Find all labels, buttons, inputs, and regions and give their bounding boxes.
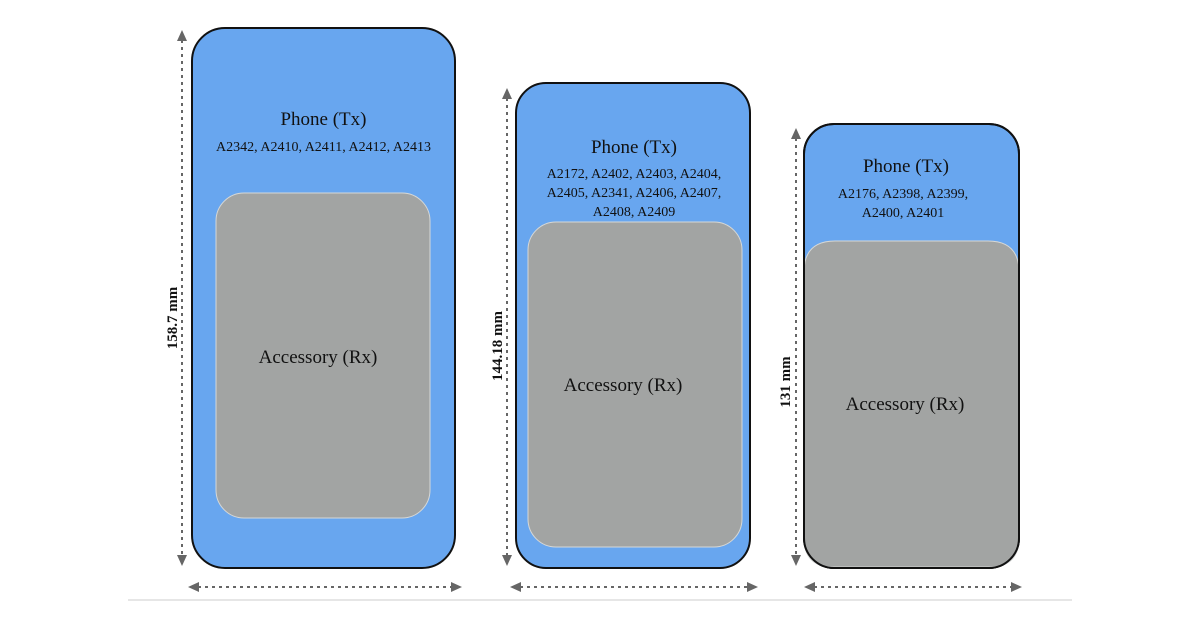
- accessory-body-1: [215, 192, 431, 519]
- arrow-down-icon: [177, 555, 187, 566]
- phone-label-3: Phone (Tx): [863, 156, 949, 177]
- phone-diagram-1: 158.7 mm Phone (Tx) A2342, A2410, A2411,…: [165, 27, 462, 592]
- height-label-1: 158.7 mm: [165, 286, 181, 349]
- model-list-2-line-1: A2172, A2402, A2403, A2404,: [547, 167, 722, 182]
- phone-diagram-2: 144.18 mm Phone (Tx) A2172, A2402, A2403…: [490, 82, 758, 592]
- accessory-body-2: [527, 221, 743, 548]
- arrow-right-icon: [747, 582, 758, 592]
- accessory-label-3: Accessory (Rx): [846, 394, 965, 415]
- model-list-3-line-2: A2400, A2401: [862, 206, 944, 221]
- model-list-3-line-1: A2176, A2398, A2399,: [838, 187, 968, 202]
- arrow-left-icon: [804, 582, 815, 592]
- model-list-1-line-1: A2342, A2410, A2411, A2412, A2413: [216, 140, 431, 155]
- model-list-2-line-2: A2405, A2341, A2406, A2407,: [547, 186, 722, 201]
- arrow-right-icon: [1011, 582, 1022, 592]
- arrow-up-icon: [791, 128, 801, 139]
- arrow-up-icon: [502, 88, 512, 99]
- arrow-down-icon: [791, 555, 801, 566]
- arrow-up-icon: [177, 30, 187, 41]
- height-label-2: 144.18 mm: [490, 311, 506, 381]
- phone-label-2: Phone (Tx): [591, 137, 677, 158]
- arrow-right-icon: [451, 582, 462, 592]
- height-label-3: 131 mm: [778, 356, 794, 408]
- model-list-2-line-3: A2408, A2409: [593, 205, 675, 220]
- phone-label-1: Phone (Tx): [280, 109, 366, 130]
- accessory-label-1: Accessory (Rx): [259, 347, 378, 368]
- accessory-label-2: Accessory (Rx): [564, 375, 683, 396]
- arrow-left-icon: [510, 582, 521, 592]
- phone-diagram-3: 131 mm Phone (Tx) A2176, A2398, A2399, A…: [778, 123, 1022, 592]
- phone-outline-3: [803, 123, 1020, 569]
- arrow-left-icon: [188, 582, 199, 592]
- arrow-down-icon: [502, 555, 512, 566]
